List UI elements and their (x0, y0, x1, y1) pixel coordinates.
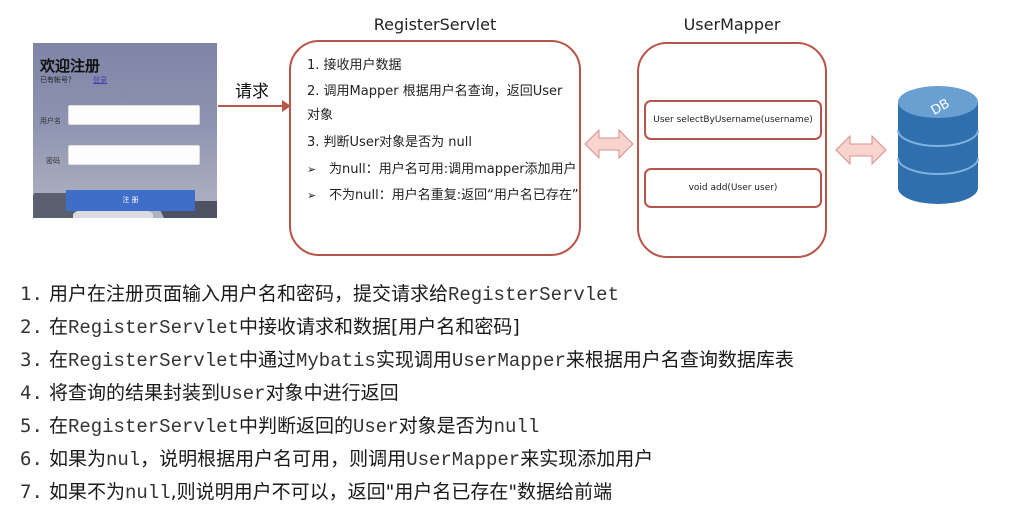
list-item: 1. 用户在注册页面输入用户名和密码，提交请求给RegisterServlet (20, 279, 619, 306)
list-number: 6. (20, 448, 43, 470)
list-number: 5. (20, 415, 43, 437)
register-title: 欢迎注册 (40, 55, 100, 76)
servlet-bullet: ➢为null：用户名可用:调用mapper添加用户 (307, 158, 577, 177)
password-input[interactable] (68, 145, 200, 165)
list-item: 7. 如果不为null,则说明用户不可以，返回"用户名已存在"数据给前端 (20, 477, 612, 504)
double-arrow-icon (583, 128, 635, 160)
servlet-step: 对象 (307, 104, 333, 123)
bullet-text: 不为null：用户名重复:返回“用户名已存在” (329, 188, 579, 203)
register-servlet-box: 1. 接收用户数据 2. 调用Mapper 根据用户名查询，返回User 对象 … (289, 40, 581, 256)
bullet-text: 为null：用户名可用:调用mapper添加用户 (329, 162, 577, 177)
list-item: 2. 在RegisterServlet中接收请求和数据[用户名和密码] (20, 312, 520, 339)
servlet-step: 3. 判断User对象是否为 null (307, 131, 472, 150)
double-arrow-icon (834, 134, 888, 166)
login-link[interactable]: 登录 (93, 75, 107, 85)
servlet-title: RegisterServlet (289, 15, 581, 34)
servlet-step: 1. 接收用户数据 (307, 54, 402, 73)
list-number: 1. (20, 283, 43, 305)
list-item: 4. 将查询的结果封装到User对象中进行返回 (20, 378, 399, 405)
database-icon: DB (894, 84, 982, 210)
list-item: 5. 在RegisterServlet中判断返回的User对象是否为null (20, 411, 539, 438)
select-by-username-method: User selectByUsername(username) (644, 100, 822, 140)
list-number: 7. (20, 481, 43, 503)
list-number: 2. (20, 316, 43, 338)
servlet-bullet: ➢不为null：用户名重复:返回“用户名已存在” (307, 184, 579, 203)
password-label: 密码 (46, 156, 60, 166)
list-number: 3. (20, 349, 43, 371)
arrow-bullet-icon: ➢ (307, 189, 329, 202)
servlet-step: 2. 调用Mapper 根据用户名查询，返回User (307, 80, 562, 99)
mapper-title: UserMapper (637, 15, 827, 34)
list-number: 4. (20, 382, 43, 404)
request-arrow (216, 96, 292, 116)
register-button[interactable]: 注 册 (66, 190, 195, 211)
username-label: 用户名 (40, 116, 61, 126)
add-user-method: void add(User user) (644, 168, 822, 208)
register-page-thumbnail: 欢迎注册 已有帐号？ 登录 用户名 密码 注 册 (33, 43, 217, 218)
arrow-bullet-icon: ➢ (307, 163, 329, 176)
user-mapper-box: User selectByUsername(username) void add… (637, 42, 827, 258)
has-account-hint: 已有帐号？ (40, 75, 75, 85)
list-item: 6. 如果为nul，说明根据用户名可用，则调用UserMapper来实现添加用户 (20, 444, 653, 471)
list-item: 3. 在RegisterServlet中通过Mybatis实现调用UserMap… (20, 345, 794, 372)
username-input[interactable] (68, 105, 200, 125)
